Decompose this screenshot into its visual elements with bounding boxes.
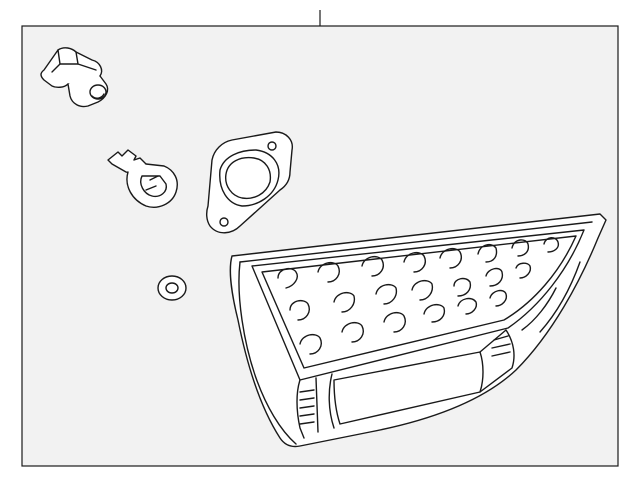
socket-icon [40,47,109,108]
gasket-icon [205,131,293,234]
bulb-icon [107,149,178,208]
lamp-icon [229,213,607,448]
washer-icon [157,275,187,301]
led-array [277,237,560,355]
